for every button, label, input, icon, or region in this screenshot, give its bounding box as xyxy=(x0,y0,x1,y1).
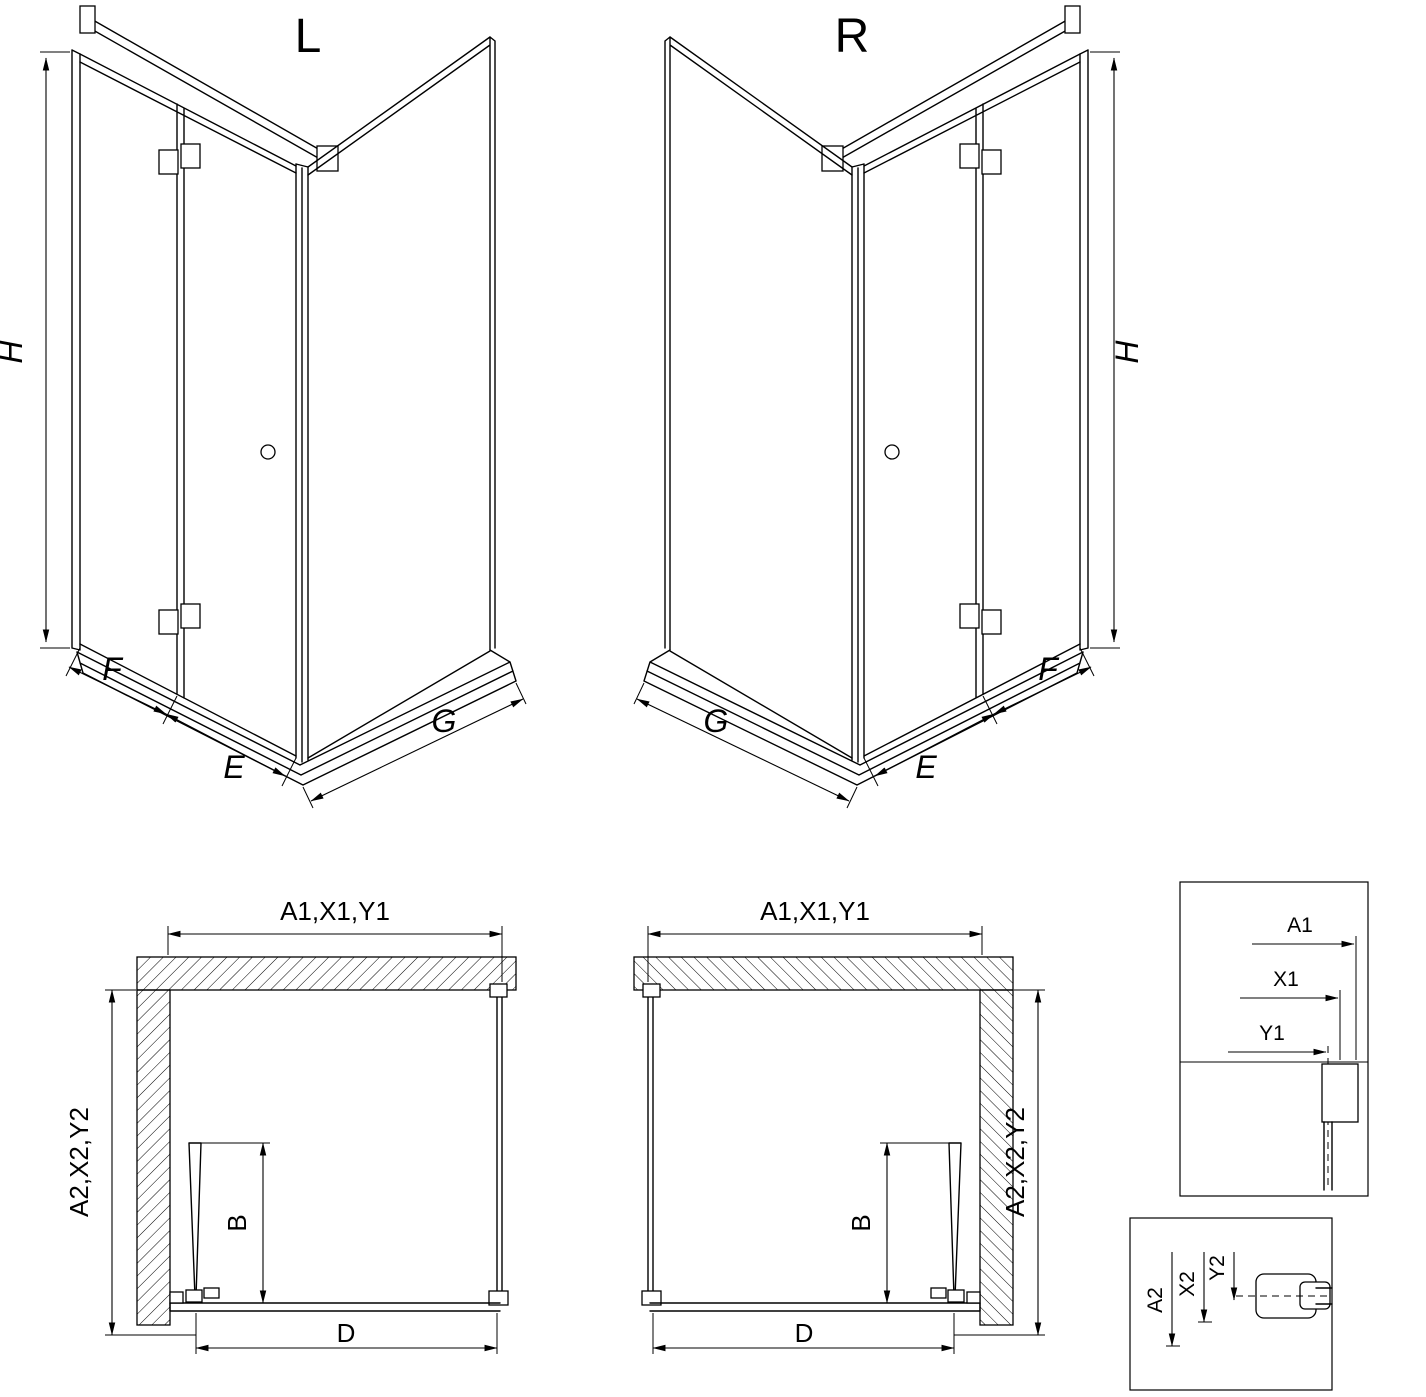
dim-label-h-left: H xyxy=(0,340,29,364)
plan-right-top-dim-label: A1,X1,Y1 xyxy=(760,896,870,926)
detail-frame xyxy=(1179,881,1369,1197)
iso-view-left xyxy=(40,6,526,808)
reference-ticks xyxy=(1166,1321,1212,1347)
dim-label-g-right: G xyxy=(704,703,729,739)
plan-left-side-dim-label: A2,X2,Y2 xyxy=(64,1107,94,1217)
wall-profile-section xyxy=(1321,1063,1359,1123)
plan-view-left xyxy=(105,926,516,1354)
plan-left-d-dim-label: D xyxy=(337,1318,356,1348)
detail-y1-label: Y1 xyxy=(1259,1022,1285,1045)
plan-left-b-dim-label: B xyxy=(222,1214,252,1231)
plan-right-b-dim-label: B xyxy=(846,1214,876,1231)
plan-right-d-dim-label: D xyxy=(795,1318,814,1348)
detail-x2-label: X2 xyxy=(1176,1271,1199,1297)
detail-y2-label: Y2 xyxy=(1206,1255,1229,1281)
reference-planes xyxy=(1339,936,1357,1060)
detail-box-top: A1 X1 Y1 xyxy=(1179,881,1369,1197)
dim-label-e-left: E xyxy=(223,749,245,785)
plan-left-top-dim-label: A1,X1,Y1 xyxy=(280,896,390,926)
glass-section xyxy=(1315,1287,1333,1305)
detail-x1-label: X1 xyxy=(1273,968,1299,991)
plan-right-side-dim-label: A2,X2,Y2 xyxy=(1000,1107,1030,1217)
detail-a1-label: A1 xyxy=(1287,914,1313,937)
plan-view-right xyxy=(634,926,1045,1354)
view-title-right: R xyxy=(835,10,870,63)
dim-label-h-right: H xyxy=(1109,340,1145,364)
detail-box-bottom: A2 X2 Y2 xyxy=(1129,1217,1333,1391)
dim-label-f-right: F xyxy=(1038,651,1060,687)
dim-label-g-left: G xyxy=(432,703,457,739)
glass-section xyxy=(1323,1121,1333,1191)
detail-a2-label: A2 xyxy=(1144,1287,1167,1313)
dim-label-e-right: E xyxy=(915,749,937,785)
iso-view-right xyxy=(634,6,1120,808)
view-title-left: L xyxy=(295,10,322,63)
dim-label-f-left: F xyxy=(102,651,124,687)
